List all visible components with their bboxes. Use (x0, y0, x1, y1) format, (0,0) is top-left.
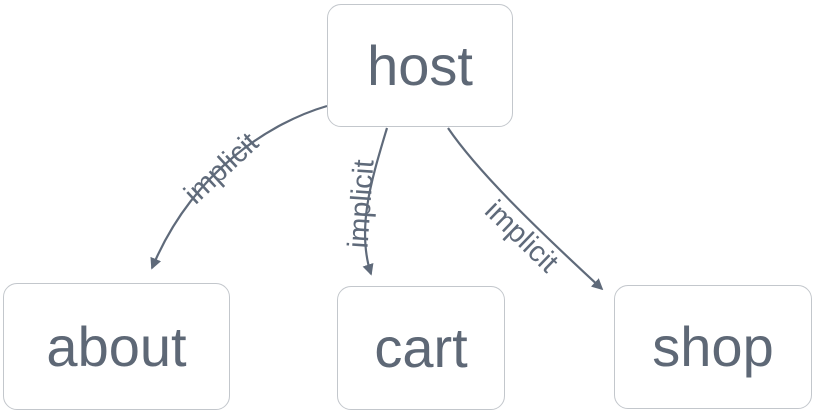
node-shop-label: shop (652, 315, 774, 378)
node-host-label: host (367, 33, 473, 97)
node-about: about (3, 283, 230, 410)
node-about-label: about (46, 314, 187, 378)
edge-host-shop (447, 127, 604, 291)
node-cart: cart (337, 286, 505, 410)
node-host: host (327, 4, 513, 127)
edge-label-host-about: implicit (178, 126, 265, 211)
edge-label-host-shop: implicit (478, 194, 565, 279)
node-shop: shop (614, 285, 812, 409)
node-cart-label: cart (374, 316, 468, 379)
edge-label-host-cart: implicit (342, 158, 381, 250)
